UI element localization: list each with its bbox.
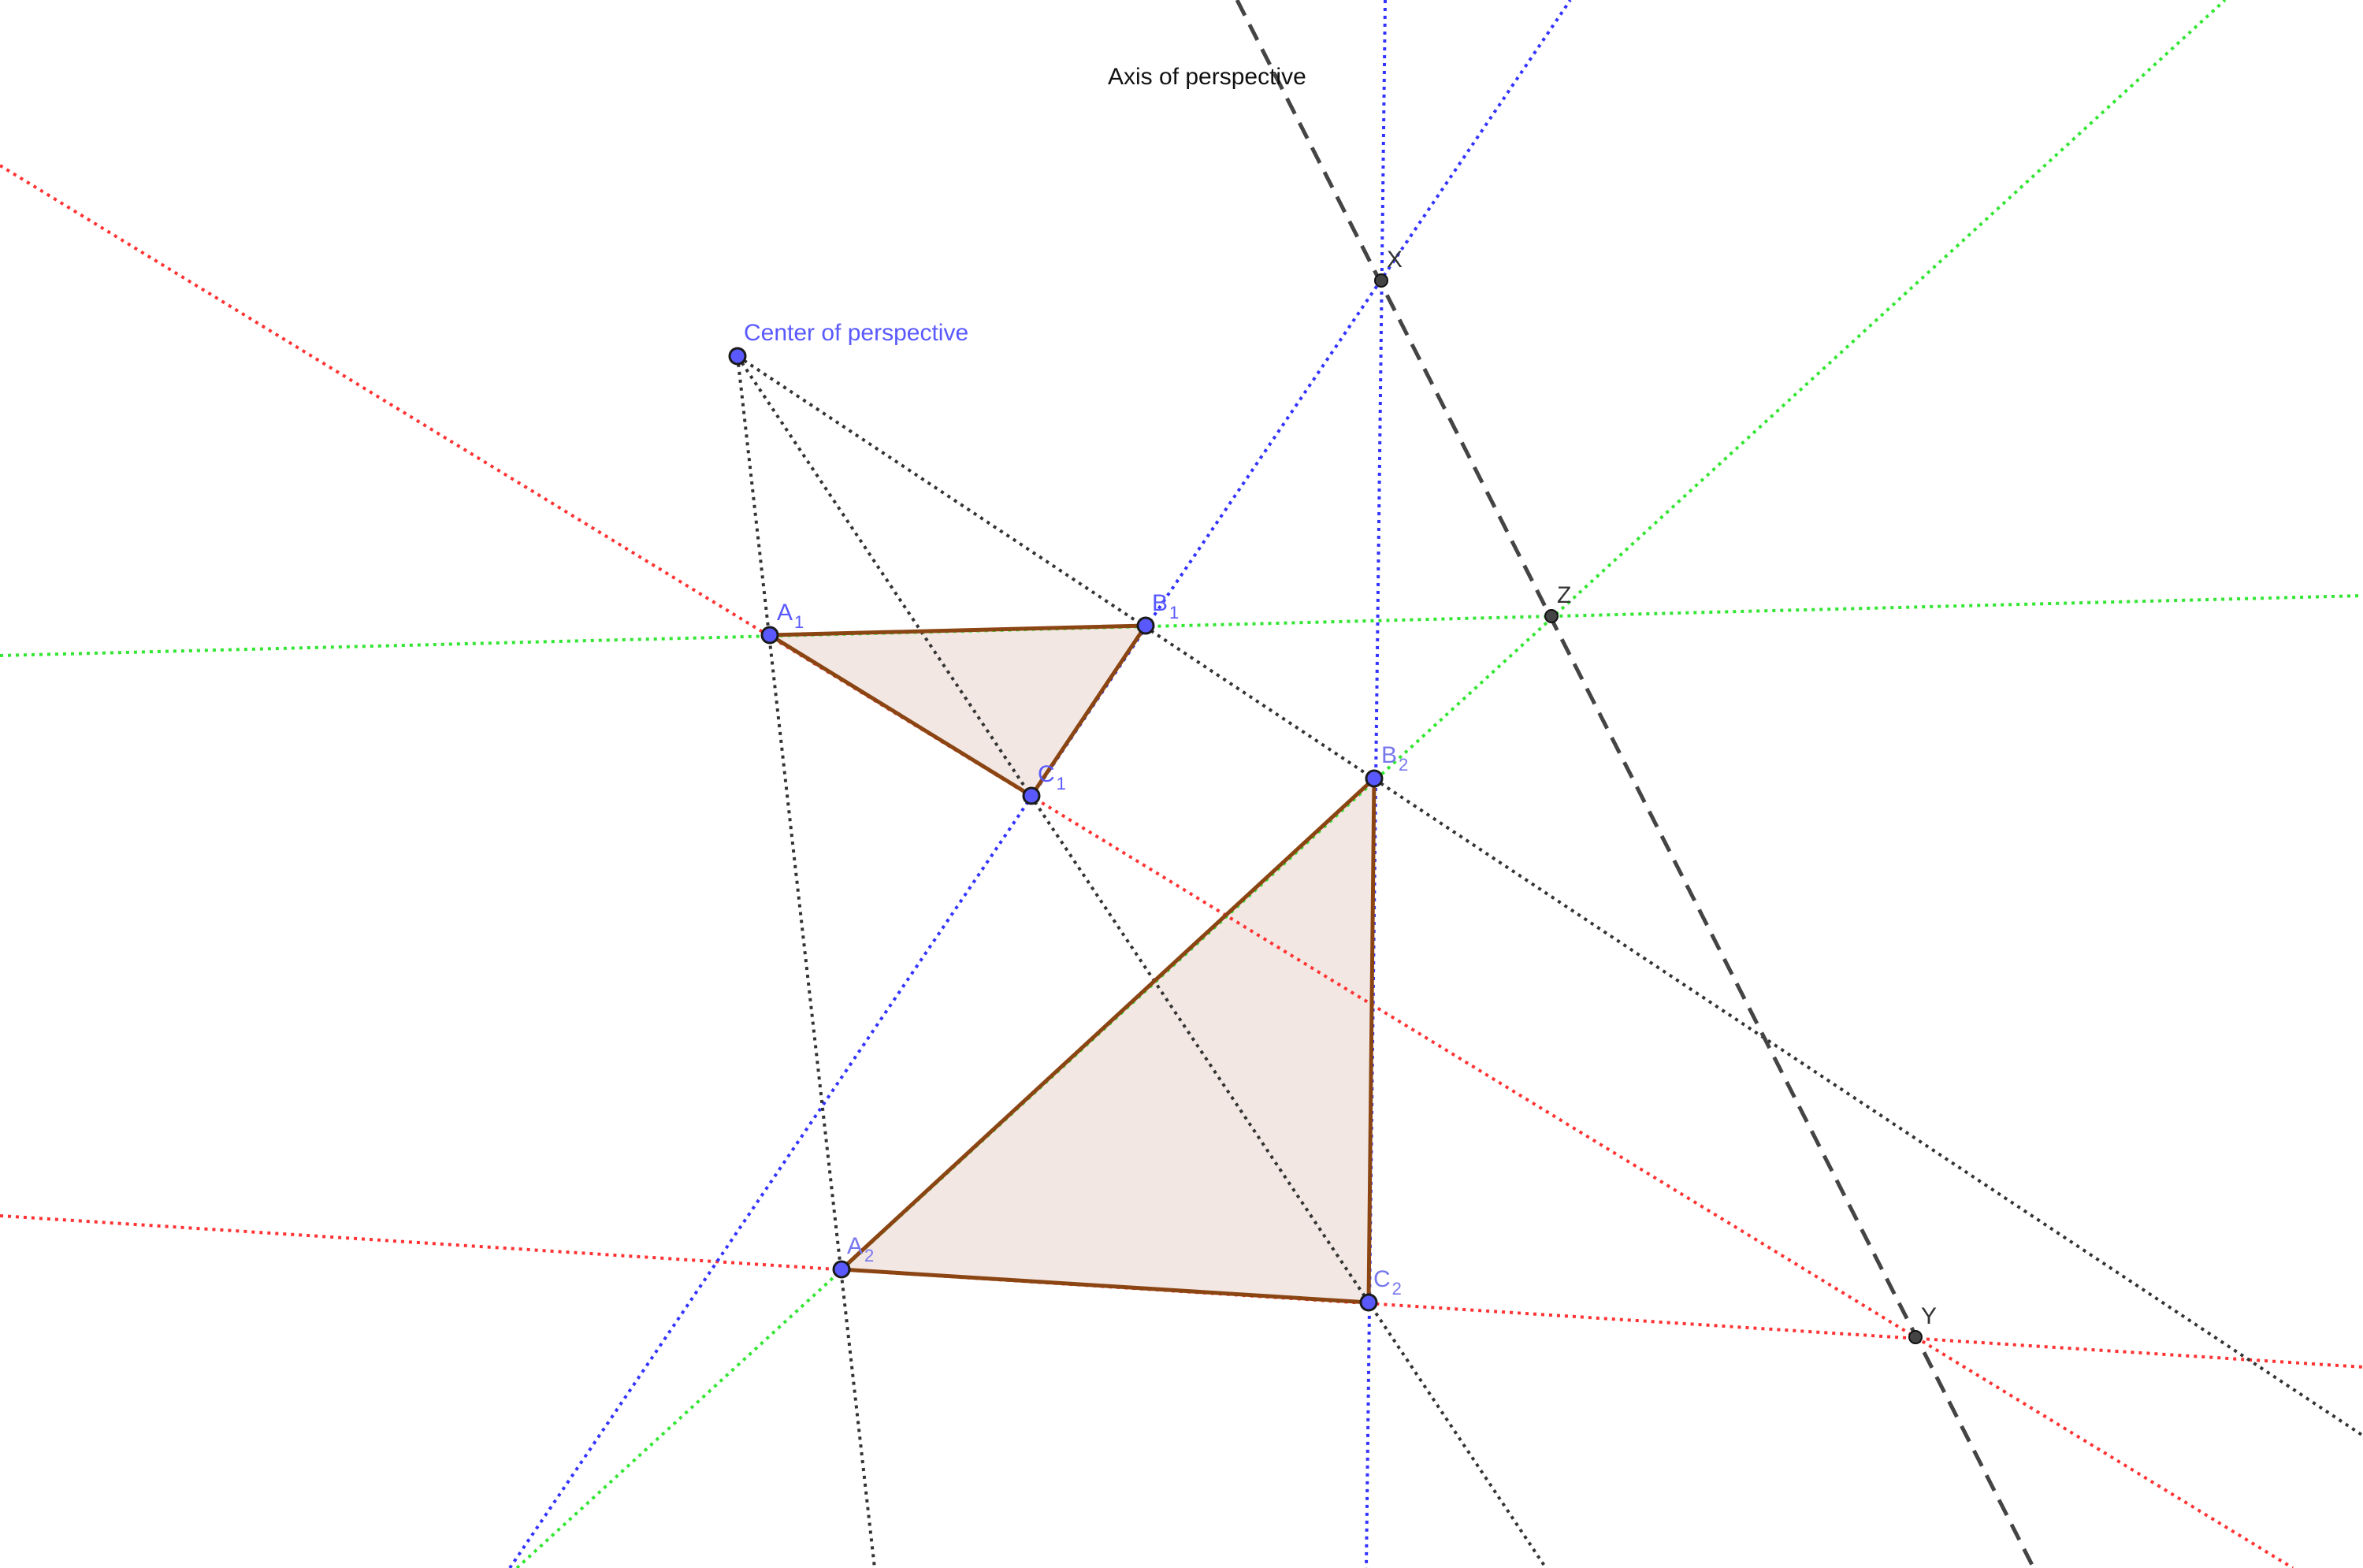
point-b1[interactable] [1136, 616, 1155, 635]
point-c2[interactable] [1359, 1293, 1378, 1312]
ray-center-a [736, 355, 876, 1568]
point-y[interactable] [1908, 1330, 1923, 1344]
axis-of-perspective-line [1235, 0, 2036, 1568]
line-a1b1-green [0, 594, 2363, 657]
label-a2: A2 [847, 1233, 874, 1265]
label-z: Z [1557, 582, 1571, 608]
ray-center-b [736, 355, 2363, 1437]
label-y: Y [1921, 1303, 1937, 1329]
label-b1: B1 [1152, 590, 1179, 622]
point-a1[interactable] [760, 626, 779, 645]
label-b2: B2 [1381, 742, 1408, 775]
ray-center-c [736, 355, 1547, 1568]
label-a1: A1 [777, 600, 804, 632]
axis-of-perspective-label: Axis of perspective [1108, 64, 1306, 90]
label-c1: C1 [1038, 761, 1066, 793]
line-b2c2-blue [1365, 0, 1387, 1568]
point-b2[interactable] [1365, 769, 1384, 788]
triangle-1-fill [770, 626, 1146, 796]
center-of-perspective-label: Center of perspective [744, 320, 968, 346]
point-a2[interactable] [832, 1260, 851, 1279]
point-center-of-perspective[interactable] [728, 347, 747, 366]
label-c2: C2 [1373, 1266, 1402, 1299]
triangle-2-edges [839, 776, 1377, 1305]
point-c1[interactable] [1022, 786, 1041, 805]
label-x: X [1387, 247, 1403, 273]
triangle-1-edges [767, 623, 1148, 798]
line-a1c1-red [0, 164, 2294, 1568]
point-z[interactable] [1544, 609, 1559, 623]
triangle-2-fill [842, 778, 1374, 1302]
point-x[interactable] [1374, 273, 1388, 288]
